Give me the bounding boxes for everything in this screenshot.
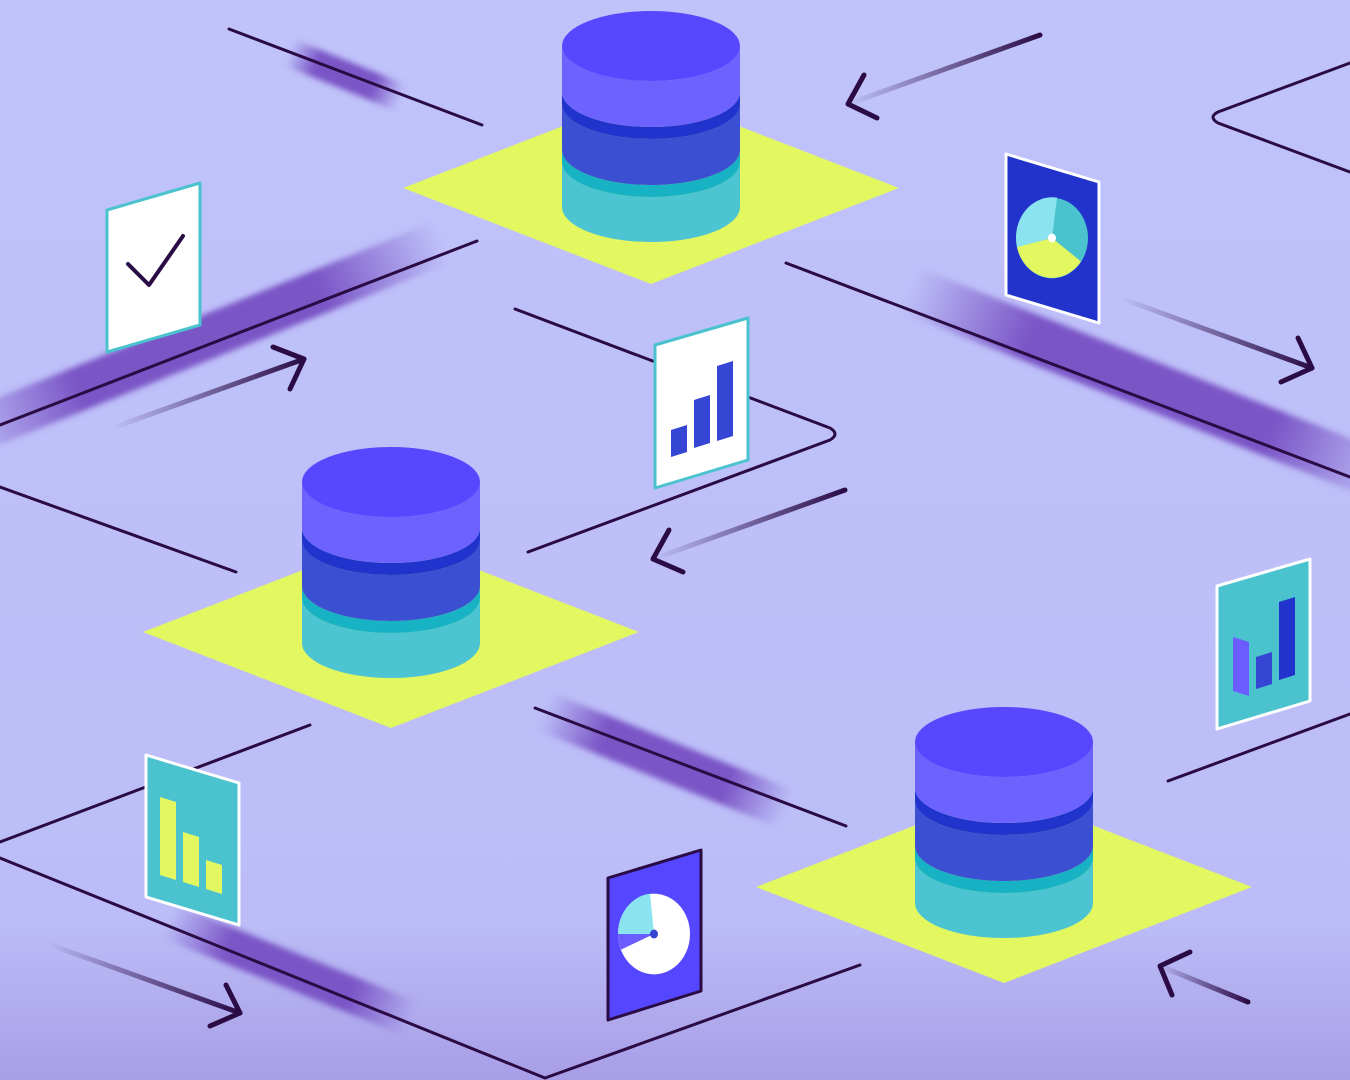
checkmark-document-icon — [105, 181, 202, 354]
arrow-icon — [45, 941, 243, 1029]
databases — [143, 11, 1252, 983]
connector-line — [1211, 61, 1350, 174]
arrow-icon — [650, 487, 848, 575]
database-icon — [756, 707, 1252, 983]
flow-arrows — [45, 32, 1315, 1029]
connector-line — [1166, 712, 1350, 783]
connector-line — [0, 239, 479, 427]
connector-line — [533, 706, 848, 828]
glow-band — [899, 266, 1350, 504]
glow-band — [284, 39, 406, 111]
arrow-icon — [109, 344, 307, 431]
arrow-icon — [1157, 949, 1251, 1005]
pie-chart-card-icon — [606, 848, 703, 1022]
pie-chart-card-icon — [1004, 152, 1101, 325]
arrow-icon — [1117, 295, 1315, 385]
connector-line — [0, 856, 862, 1080]
glow-band — [536, 692, 794, 828]
database-icon — [403, 11, 899, 284]
connector-line — [513, 307, 837, 554]
bar-chart-card-icon — [1215, 557, 1312, 731]
connector-line — [227, 27, 484, 127]
arrow-icon — [845, 32, 1043, 121]
connector-line — [0, 485, 238, 574]
glow-bands — [0, 39, 1350, 1036]
bar-chart-card-icon — [653, 316, 750, 490]
glow-band — [162, 904, 418, 1036]
glow-band — [0, 222, 450, 458]
database-icon — [143, 447, 639, 728]
bar-chart-card-icon — [144, 753, 241, 927]
connector-line — [784, 261, 1350, 479]
